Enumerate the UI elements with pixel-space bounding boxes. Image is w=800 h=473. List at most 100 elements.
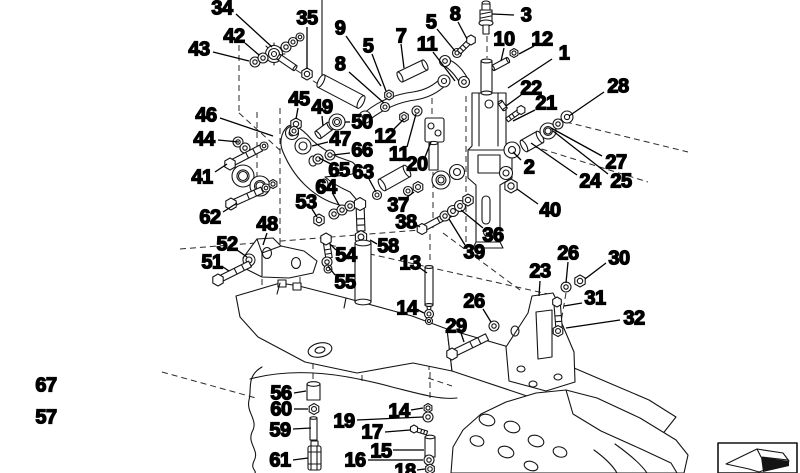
part-number-label: 45 bbox=[288, 89, 310, 111]
part-callout-62-42: 62 bbox=[199, 202, 238, 229]
part-number-label: 12 bbox=[531, 29, 553, 51]
part-callout-64-35: 64 bbox=[315, 176, 340, 206]
part-number-label: 67 bbox=[35, 375, 57, 397]
leader-line bbox=[512, 151, 522, 161]
part-number-label: 9 bbox=[335, 18, 346, 40]
leader-line bbox=[448, 218, 466, 246]
mount-bracket-48 bbox=[242, 237, 318, 279]
part-number-label: 27 bbox=[605, 152, 627, 174]
part-number-label: 21 bbox=[535, 93, 557, 115]
part-tube bbox=[480, 58, 493, 96]
part-number-label: 16 bbox=[344, 450, 366, 472]
part-callout-24-30: 24 bbox=[530, 142, 603, 193]
part-number-label: 1 bbox=[559, 43, 570, 65]
part-callout-14-50: 14 bbox=[396, 297, 425, 320]
part-washer bbox=[324, 149, 336, 161]
leader-line bbox=[457, 21, 468, 40]
part-callout-20-27: 20 bbox=[406, 141, 432, 176]
leader-line bbox=[222, 266, 230, 272]
leader-line bbox=[568, 91, 605, 117]
part-number-label: 8 bbox=[335, 54, 346, 76]
part-number-label: 56 bbox=[270, 383, 292, 405]
leader-line bbox=[212, 51, 250, 62]
leader-line bbox=[345, 35, 382, 87]
part-nut bbox=[313, 213, 325, 227]
leader-line bbox=[384, 429, 411, 433]
part-number-label: 11 bbox=[389, 144, 410, 166]
part-nut bbox=[399, 111, 409, 123]
part-callout-9-2: 9 bbox=[334, 17, 382, 87]
leader-line bbox=[491, 13, 515, 16]
part-number-label: 47 bbox=[329, 129, 351, 151]
part-callout-3-9: 3 bbox=[491, 4, 533, 27]
part-number-label: 23 bbox=[529, 261, 551, 283]
part-callout-60-61: 60 bbox=[270, 398, 308, 421]
part-callout-42-14: 42 bbox=[223, 25, 260, 56]
part-number-label: 52 bbox=[216, 234, 238, 256]
part-washer bbox=[552, 118, 564, 130]
part-callout-2-28: 2 bbox=[512, 151, 536, 179]
part-bolt bbox=[212, 260, 252, 287]
part-nut bbox=[423, 402, 433, 414]
leader-line bbox=[219, 117, 274, 137]
leader-line bbox=[321, 115, 324, 127]
mount-bracket-23 bbox=[505, 292, 576, 392]
leader-line bbox=[482, 308, 492, 323]
part-callout-35-1: 35 bbox=[296, 7, 319, 69]
part-number-label: 29 bbox=[445, 316, 467, 338]
leader-line bbox=[222, 202, 238, 213]
leader-line bbox=[460, 332, 465, 343]
part-callout-22-15: 22 bbox=[505, 77, 543, 107]
part-tube bbox=[309, 416, 318, 441]
valve-61 bbox=[307, 440, 322, 471]
part-nut bbox=[301, 67, 313, 81]
leader-line bbox=[460, 209, 484, 229]
part-number-label: 66 bbox=[351, 140, 373, 162]
part-callout-49-19: 49 bbox=[311, 96, 334, 127]
leader-line bbox=[311, 141, 329, 147]
part-washer bbox=[328, 208, 340, 220]
part-number-label: 62 bbox=[199, 207, 221, 229]
part-washer bbox=[424, 316, 434, 326]
part-number-label: 42 bbox=[223, 26, 245, 48]
leader-line bbox=[356, 416, 424, 421]
leader-line bbox=[410, 407, 424, 411]
part-number-label: 61 bbox=[269, 450, 291, 472]
part-callout-58-48: 58 bbox=[369, 235, 400, 258]
leader-line bbox=[405, 191, 415, 199]
part-washer bbox=[257, 52, 269, 64]
part-number-label: 7 bbox=[396, 26, 407, 48]
part-callout-37-37: 37 bbox=[387, 191, 415, 217]
part-number-label: 37 bbox=[387, 195, 409, 217]
leader-line bbox=[538, 280, 541, 297]
construction-lines bbox=[161, 0, 689, 427]
part-cyl bbox=[276, 53, 298, 72]
part-callout-56-60: 56 bbox=[270, 382, 307, 405]
part-callout-65-33: 65 bbox=[318, 157, 351, 182]
part-washer bbox=[488, 320, 500, 332]
part-number-label: 60 bbox=[270, 399, 292, 421]
part-tube bbox=[424, 265, 434, 307]
part-callout-23-53: 23 bbox=[529, 260, 552, 297]
part-bolt bbox=[353, 196, 367, 232]
part-callout-15-67: 15 bbox=[370, 440, 424, 463]
leader-line bbox=[516, 188, 539, 205]
part-number-label: 26 bbox=[463, 291, 485, 313]
part-number-label: 35 bbox=[296, 8, 318, 30]
part-number-label: 54 bbox=[335, 245, 358, 267]
part-washer bbox=[288, 125, 300, 137]
leader-line bbox=[327, 265, 336, 276]
part-number-label: 13 bbox=[399, 253, 421, 275]
part-callout-51-45: 51 bbox=[201, 251, 230, 274]
part-washer bbox=[423, 454, 435, 466]
hose-outline bbox=[248, 366, 458, 473]
part-bolt bbox=[505, 104, 526, 123]
part-callout-46-21: 46 bbox=[195, 104, 274, 137]
leader-line bbox=[329, 243, 337, 251]
part-callout-8-4: 8 bbox=[334, 53, 385, 104]
leader-line bbox=[214, 163, 228, 173]
leader-line bbox=[400, 43, 405, 69]
